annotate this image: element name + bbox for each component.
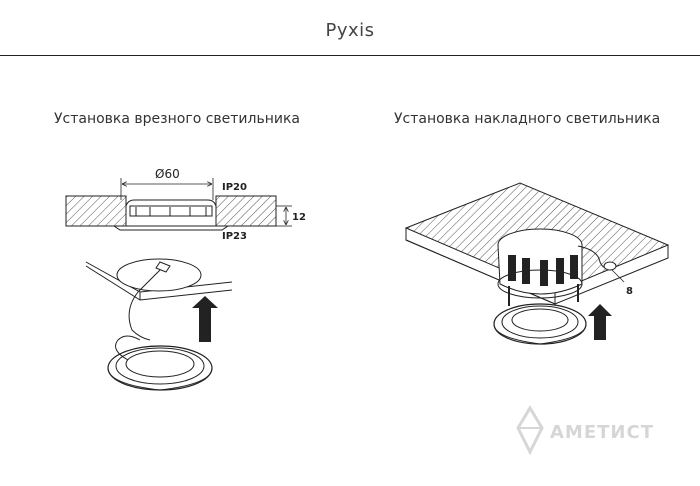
header-divider — [0, 55, 700, 56]
label-hole-size: 8 — [626, 286, 633, 297]
brand-watermark-text: АМЕТИСТ — [550, 422, 654, 443]
label-ip-bottom: IP23 — [222, 231, 247, 242]
brand-watermark: АМЕТИСТ — [510, 400, 690, 470]
label-depth: 12 — [292, 212, 306, 223]
page-title: Pyxis — [325, 20, 375, 41]
label-diameter: Ø60 — [155, 167, 180, 181]
surface-perspective — [404, 182, 670, 345]
recessed-perspective — [85, 258, 233, 391]
label-ip-top: IP20 — [222, 182, 247, 193]
caption-recessed-install: Установка врезного светильника — [54, 111, 301, 127]
recessed-cross-section — [65, 178, 292, 231]
caption-surface-install: Установка накладного светильника — [394, 111, 661, 127]
brand-logo-icon — [516, 405, 544, 456]
